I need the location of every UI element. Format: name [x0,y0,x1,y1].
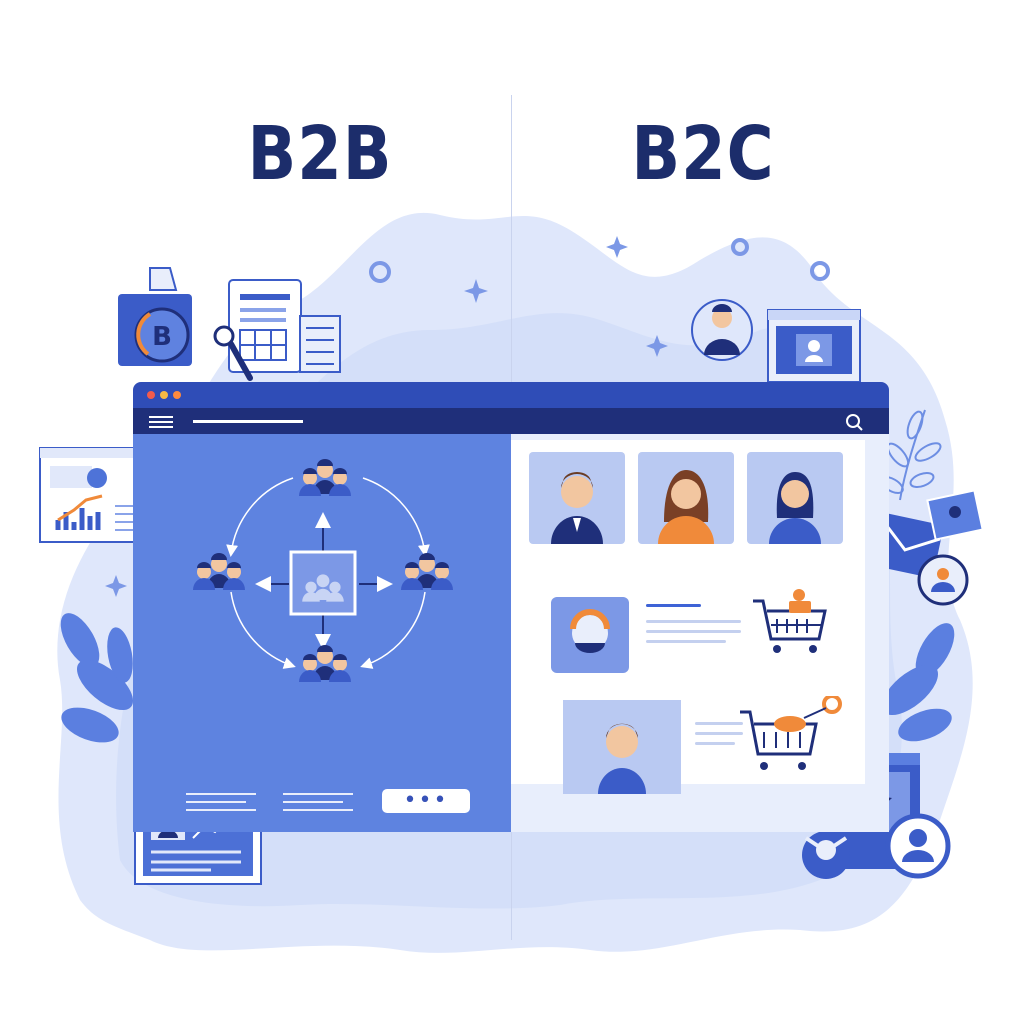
mascot-icon [802,831,850,879]
product-desc-line [695,742,735,745]
shopping-cart-icon[interactable] [749,589,831,669]
magnifier-icon [213,325,253,381]
product-desc-line [646,630,741,633]
customer-photo [747,452,843,544]
window-dot-red [147,391,155,399]
b2c-title: B2C [631,112,775,198]
customer-photo [529,452,625,544]
ring-deco [731,238,749,256]
sparkle-icon [606,236,628,258]
search-icon[interactable] [843,412,865,432]
window-dot-orange [173,391,181,399]
sparkle-icon [105,575,127,597]
address-bar[interactable] [193,420,303,423]
ring-deco [369,261,391,283]
browser-navbar [133,408,889,434]
product-image [551,597,629,673]
product-title-line [646,604,701,607]
customer-photo [563,700,681,794]
browser-window: ••• [133,382,889,832]
b2b-network-diagram [186,459,453,811]
sparkle-icon [464,279,488,303]
ring-deco [810,261,830,281]
photo-frame-icon [926,489,984,541]
b2c-pane [511,434,889,832]
hamburger-menu-icon[interactable] [147,414,177,430]
product-desc-line [646,620,741,623]
b2b-pane: ••• [133,434,511,832]
leaf-icon [881,623,955,742]
customer-photo [638,452,734,544]
window-dot-yellow [160,391,168,399]
more-button[interactable]: ••• [382,789,470,813]
badge-circle-icon [917,554,969,606]
browser-titlebar [133,382,889,408]
b2b-title: B2B [247,112,393,198]
product-desc-line [646,640,726,643]
bitcoin-folder-icon: B [118,267,192,366]
document-icon [228,279,302,373]
svg-text:B: B [152,322,172,352]
shopping-cart-icon[interactable] [736,696,846,786]
product-desc-line [695,722,743,725]
leaf-icon [60,613,134,743]
profile-window-icon [767,309,861,383]
calendar-grid-icon [299,315,341,373]
sparkle-icon [646,335,668,357]
avatar-circle-icon [691,299,753,361]
user-circle-icon [885,813,951,879]
product-desc-line [695,732,743,735]
